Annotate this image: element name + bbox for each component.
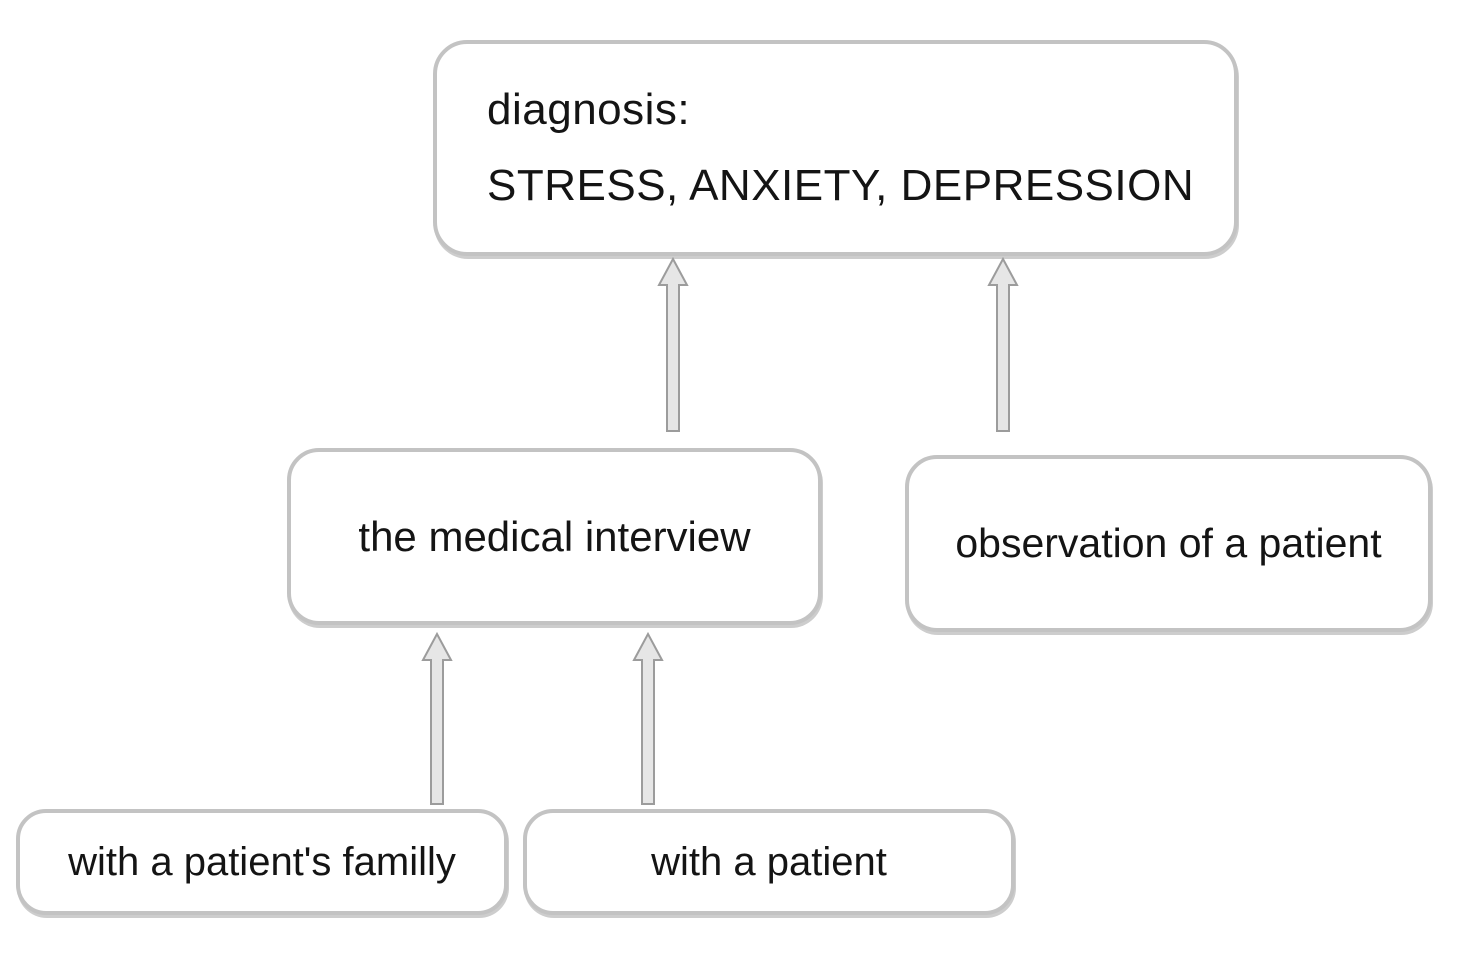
- arrow-interview-to-diagnosis-icon: [657, 256, 689, 432]
- node-with-a-patient: with a patient: [523, 809, 1015, 915]
- node-diagnosis-line-1: diagnosis:: [487, 85, 691, 134]
- node-observation-of-patient: observation of a patient: [905, 455, 1432, 632]
- arrow-family-to-interview-icon: [421, 631, 453, 805]
- arrow-observation-to-diagnosis-icon: [987, 256, 1019, 432]
- arrow-patient-to-interview-icon: [632, 631, 664, 805]
- node-with-patients-family: with a patient's familly: [16, 809, 508, 915]
- node-with-a-patient-label: with a patient: [651, 839, 887, 884]
- node-diagnosis-line-2: STRESS, ANXIETY, DEPRESSION: [487, 161, 1195, 210]
- node-observation-of-patient-label: observation of a patient: [955, 520, 1382, 566]
- node-diagnosis: diagnosis: STRESS, ANXIETY, DEPRESSION: [433, 40, 1238, 256]
- node-medical-interview-label: the medical interview: [358, 512, 751, 560]
- node-medical-interview: the medical interview: [287, 448, 822, 625]
- node-with-patients-family-label: with a patient's familly: [68, 839, 456, 884]
